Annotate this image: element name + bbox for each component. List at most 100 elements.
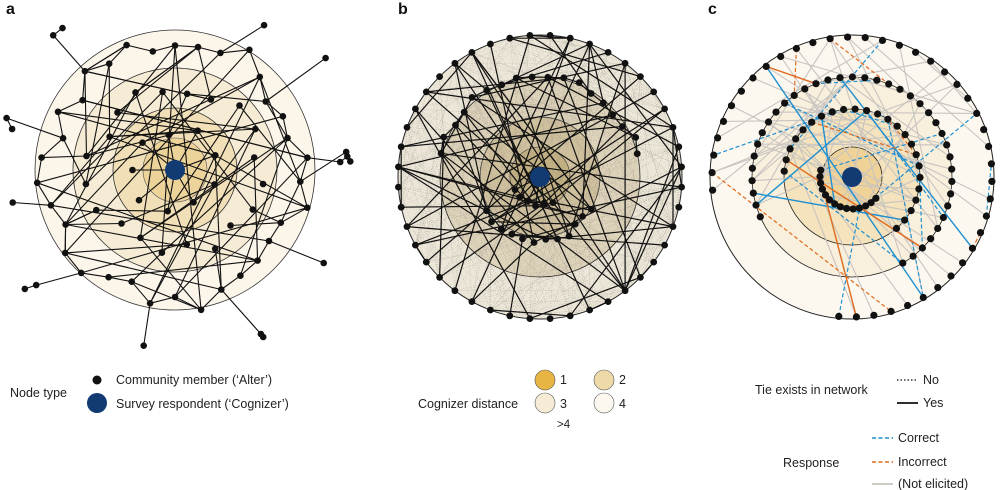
alter-node bbox=[678, 163, 685, 171]
network-edge bbox=[265, 57, 326, 102]
non-tie-line bbox=[531, 76, 665, 246]
not-elicited-line bbox=[875, 176, 921, 199]
alter-node bbox=[831, 200, 839, 208]
alter-node bbox=[874, 110, 882, 118]
tie-line bbox=[535, 205, 583, 217]
alter-node bbox=[959, 259, 967, 267]
panel-b-nodes bbox=[395, 32, 685, 322]
alter-node bbox=[532, 202, 539, 210]
alter-node bbox=[896, 85, 904, 93]
alter-node bbox=[708, 169, 716, 177]
non-tie-line bbox=[454, 63, 502, 229]
alter-node bbox=[436, 274, 443, 281]
not-elicited-line bbox=[915, 51, 969, 99]
alter-node bbox=[904, 301, 912, 310]
non-tie-line bbox=[490, 186, 682, 311]
alter-node bbox=[901, 131, 909, 139]
not-elicited-line bbox=[918, 165, 987, 217]
alter-node bbox=[669, 124, 677, 131]
non-tie-line bbox=[570, 290, 626, 317]
tie-line bbox=[401, 102, 604, 148]
alter-node bbox=[786, 145, 794, 153]
alter-node bbox=[600, 99, 607, 107]
alter-node bbox=[9, 199, 16, 206]
legend-tie-no-label: No bbox=[923, 373, 939, 387]
legend-distance-4-swatch bbox=[593, 392, 615, 414]
alter-node bbox=[792, 44, 801, 53]
alter-node bbox=[790, 91, 798, 99]
alter-node bbox=[3, 114, 10, 122]
network-edge bbox=[265, 101, 288, 139]
tie-line bbox=[471, 52, 592, 210]
alter-node bbox=[915, 185, 923, 193]
tie-line bbox=[439, 202, 545, 278]
non-tie-line bbox=[653, 91, 682, 167]
non-tie-line bbox=[439, 146, 679, 278]
alter-node bbox=[650, 258, 658, 266]
tie-line bbox=[511, 233, 665, 246]
network-edge bbox=[37, 182, 258, 262]
alter-node bbox=[82, 180, 90, 188]
non-tie-line bbox=[454, 63, 654, 263]
non-tie-line bbox=[454, 63, 546, 240]
alter-node bbox=[265, 237, 273, 245]
non-tie-line bbox=[624, 63, 665, 110]
legend-alter-symbol bbox=[92, 375, 102, 385]
legend-tie-title: Tie exists in network bbox=[755, 383, 869, 397]
panel-b-tie-lines bbox=[398, 34, 683, 320]
alter-node bbox=[468, 298, 476, 305]
network-edge bbox=[187, 93, 266, 103]
correct-tie-line bbox=[755, 110, 868, 206]
non-tie-line bbox=[471, 244, 665, 302]
alter-node bbox=[855, 204, 864, 212]
network-edge bbox=[36, 157, 43, 183]
not-elicited-line bbox=[780, 55, 977, 114]
tie-line bbox=[672, 127, 683, 188]
panel-a: a bbox=[3, 1, 354, 350]
network-edge bbox=[57, 99, 83, 113]
legend-response-title: Response bbox=[783, 456, 839, 470]
network-edge bbox=[65, 209, 97, 225]
alter-node bbox=[604, 298, 612, 305]
non-tie-line bbox=[653, 91, 680, 208]
alter-node bbox=[893, 122, 901, 130]
tie-line bbox=[440, 152, 502, 230]
non-tie-line bbox=[443, 38, 571, 138]
legend-distance-2-label: 2 bbox=[619, 373, 626, 387]
non-tie-line bbox=[426, 91, 502, 229]
network-edge bbox=[140, 137, 288, 239]
network-edge bbox=[257, 240, 270, 261]
alter-node bbox=[821, 191, 830, 199]
alter-node bbox=[916, 100, 924, 108]
network-edge bbox=[36, 272, 82, 286]
incorrect-response-line bbox=[829, 38, 890, 85]
network-edge bbox=[108, 276, 132, 283]
network-edge bbox=[81, 207, 308, 274]
alter-node bbox=[194, 43, 202, 51]
network-edge bbox=[85, 63, 110, 185]
network-edge bbox=[282, 116, 289, 139]
non-tie-line bbox=[529, 35, 590, 311]
not-elicited-line bbox=[846, 110, 868, 209]
alter-node bbox=[560, 74, 568, 82]
not-elicited-line bbox=[795, 138, 875, 316]
alter-node bbox=[33, 179, 41, 187]
alter-node bbox=[772, 108, 780, 116]
network-edge bbox=[197, 130, 216, 156]
alter-node bbox=[217, 49, 224, 57]
non-tie-line bbox=[455, 124, 679, 208]
non-tie-line bbox=[570, 226, 674, 316]
alter-node bbox=[250, 154, 258, 161]
alter-node bbox=[118, 220, 125, 227]
alter-node bbox=[105, 60, 113, 67]
alter-node bbox=[912, 48, 920, 56]
alter-node bbox=[586, 40, 593, 48]
correct-response-line bbox=[865, 112, 978, 207]
non-tie-line bbox=[398, 166, 674, 227]
alter-node bbox=[511, 186, 519, 194]
non-tie-line bbox=[637, 146, 679, 154]
alter-node bbox=[939, 213, 948, 222]
alter-node bbox=[297, 178, 304, 185]
non-tie-line bbox=[509, 290, 626, 317]
tie-line bbox=[500, 37, 571, 230]
